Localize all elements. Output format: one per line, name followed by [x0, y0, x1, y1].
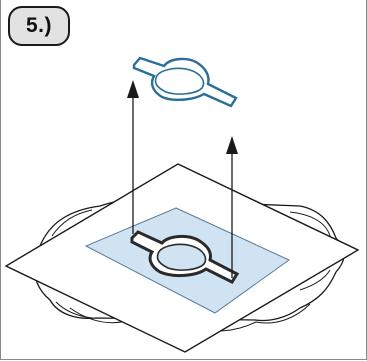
step-label: 5.)	[25, 14, 52, 37]
fabric-fold-left	[51, 209, 93, 237]
arrow-up-icon	[226, 136, 238, 278]
fabric-fold-right-2	[299, 269, 331, 291]
lifted-shape	[132, 56, 238, 108]
arrow-up-icon	[127, 80, 139, 234]
step-badge: 5.)	[8, 6, 70, 46]
traced-shape	[130, 230, 240, 284]
fabric-fold-left-2	[55, 301, 93, 319]
